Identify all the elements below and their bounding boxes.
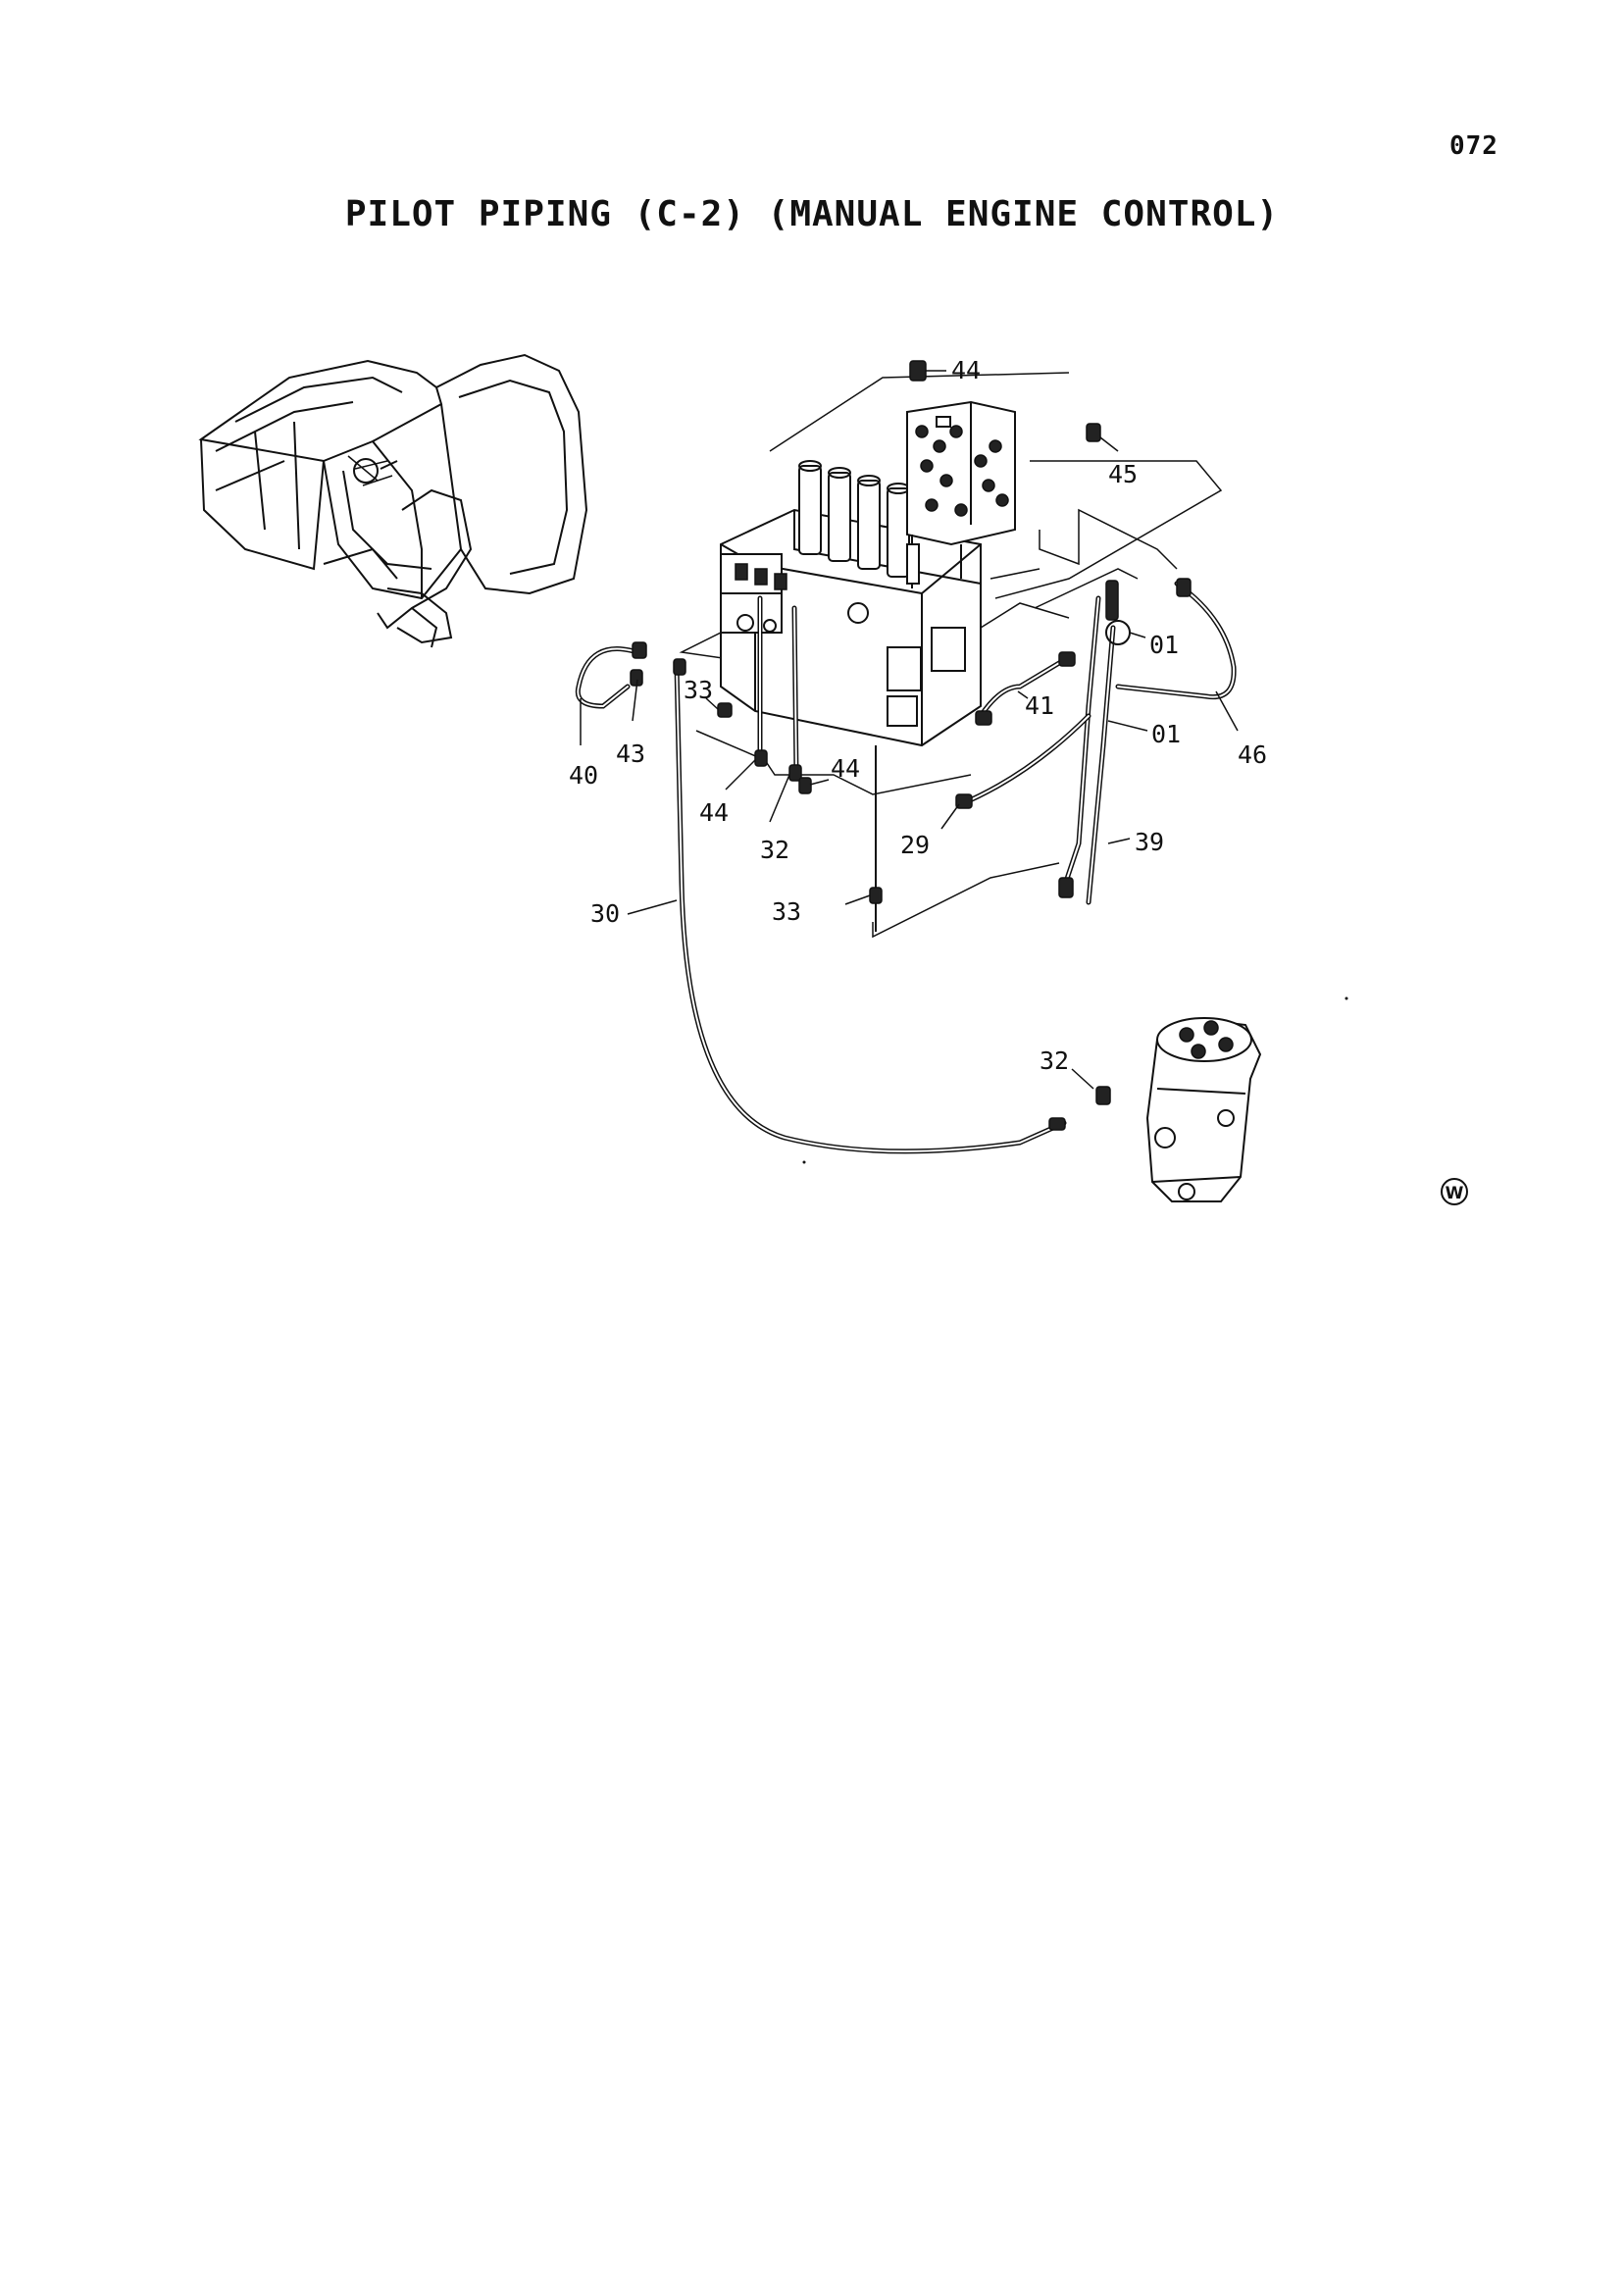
callout-45: 45: [1108, 460, 1138, 488]
fitting-44-left: [754, 749, 768, 767]
callout-33-upper: 33: [684, 676, 713, 704]
callout-41: 41: [1025, 691, 1054, 720]
callout-44-mid: 44: [831, 754, 860, 783]
leader-lines: [580, 370, 1239, 1090]
revision-mark-letter: W: [1446, 1184, 1464, 1203]
callout-43: 43: [616, 740, 645, 768]
machine-overview-illustration: [198, 353, 588, 648]
callout-labels: 44 45 01 01 46 41 39 29 33 33 44 32 44 4…: [569, 356, 1267, 1075]
callout-29: 29: [900, 831, 930, 859]
fittings: [630, 360, 1192, 1131]
fitting-32-lower: [1095, 1086, 1111, 1105]
page-title: PILOT PIPING (C-2) (MANUAL ENGINE CONTRO…: [344, 194, 1280, 234]
pilot-valve: [1145, 1017, 1262, 1202]
callout-40: 40: [569, 761, 598, 790]
fitting-33-lower: [869, 887, 883, 904]
callout-46: 46: [1238, 740, 1267, 769]
fitting-01: [1105, 580, 1119, 621]
pilot-pipes: [575, 508, 1237, 1154]
callout-32-upper: 32: [760, 836, 789, 864]
callout-01-lower: 01: [1151, 720, 1181, 748]
pilot-manifold: [906, 400, 1016, 588]
callout-32-lower: 32: [1040, 1046, 1069, 1075]
fitting-40: [632, 641, 647, 659]
valve-spools: [798, 460, 910, 578]
fitting-44-top: [909, 360, 927, 382]
fitting-46: [1176, 578, 1192, 597]
revision-mark: W: [1441, 1178, 1468, 1205]
fitting-32-upper: [788, 764, 802, 782]
fitting-44-mid: [798, 777, 812, 794]
callout-33-lower: 33: [772, 897, 801, 926]
callout-01-upper: 01: [1149, 631, 1179, 659]
callout-30: 30: [590, 899, 620, 928]
callout-44-top: 44: [951, 356, 981, 384]
fitting-45: [1086, 423, 1101, 442]
callout-44-left: 44: [699, 798, 729, 827]
page-number: 072: [1449, 131, 1498, 161]
callout-39: 39: [1135, 828, 1164, 856]
fitting-33-upper: [717, 702, 733, 718]
